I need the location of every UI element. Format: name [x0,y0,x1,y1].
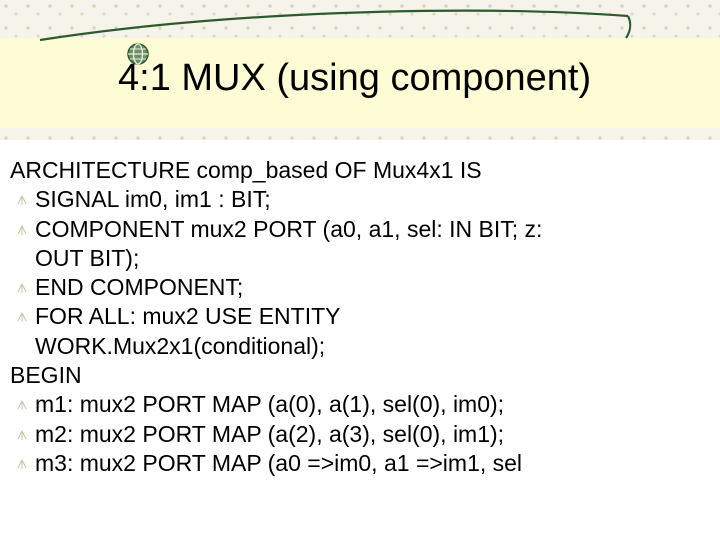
code-text: m2: mux2 PORT MAP (a(2), a(3), sel(0), i… [35,420,505,447]
code-line: SIGNAL im0, im1 : BIT; [0,185,720,214]
code-line: OUT BIT); [0,244,720,273]
leaf-bullet-icon [17,283,27,294]
code-content: ARCHITECTURE comp_based OF Mux4x1 IS SIG… [0,156,720,478]
code-line: BEGIN [0,361,720,390]
code-text: OUT BIT); [35,244,140,271]
slide-title: 4:1 MUX (using component) [118,57,592,99]
swoosh-decoration [39,9,632,42]
code-line: ARCHITECTURE comp_based OF Mux4x1 IS [0,156,720,185]
code-line: FOR ALL: mux2 USE ENTITY [0,302,720,331]
leaf-bullet-icon [17,224,27,235]
code-line: m3: mux2 PORT MAP (a0 =>im0, a1 =>im1, s… [0,449,720,478]
code-text: m1: mux2 PORT MAP (a(0), a(1), sel(0), i… [35,391,505,418]
leaf-bullet-icon [17,195,27,206]
code-line: m1: mux2 PORT MAP (a(0), a(1), sel(0), i… [0,390,720,419]
leaf-bullet-icon [17,458,27,469]
leaf-bullet-icon [17,312,27,323]
code-text: WORK.Mux2x1(conditional); [35,332,326,359]
code-text: COMPONENT mux2 PORT (a0, a1, sel: IN BIT… [35,215,543,242]
code-text: m3: mux2 PORT MAP (a0 =>im0, a1 =>im1, s… [35,449,523,476]
code-line: m2: mux2 PORT MAP (a(2), a(3), sel(0), i… [0,420,720,449]
globe-bullet-icon [127,43,149,65]
leaf-bullet-icon [17,400,27,411]
code-text: ARCHITECTURE comp_based OF Mux4x1 IS [10,157,482,183]
code-text: SIGNAL im0, im1 : BIT; [35,186,271,213]
code-text: BEGIN [10,362,82,389]
code-text: FOR ALL: mux2 USE ENTITY [35,303,341,330]
code-text: END COMPONENT; [35,274,244,301]
leaf-bullet-icon [17,429,27,440]
code-line: END COMPONENT; [0,273,720,302]
code-line: WORK.Mux2x1(conditional); [0,332,720,361]
title-band [0,38,720,128]
code-line: COMPONENT mux2 PORT (a0, a1, sel: IN BIT… [0,215,720,244]
